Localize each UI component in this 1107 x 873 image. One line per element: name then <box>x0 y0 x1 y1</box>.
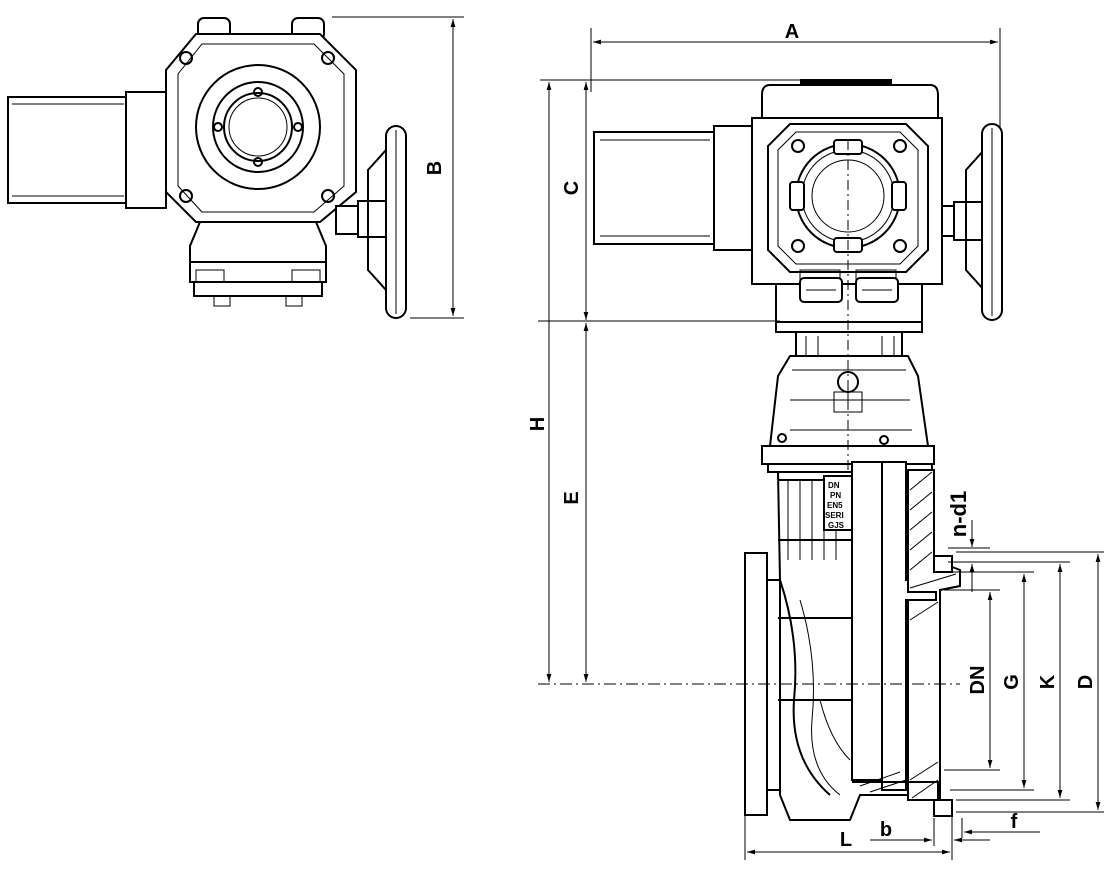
label-dn: DN <box>967 666 989 695</box>
label-k: K <box>1037 674 1059 689</box>
top-view-motor <box>7 91 167 209</box>
dimension-g: G <box>950 571 1034 791</box>
dimension-b: B <box>332 16 464 319</box>
dimension-a: A <box>590 21 1001 140</box>
dimension-b: b <box>870 818 990 846</box>
top-view-housing <box>165 33 357 223</box>
dimension-h: H <box>527 79 800 682</box>
dimension-f: f <box>961 811 1040 838</box>
label-f: f <box>1011 811 1018 833</box>
side-view-motor <box>593 125 755 251</box>
dimension-d: D <box>956 551 1104 813</box>
nameplate-line-5: GJS <box>828 521 845 530</box>
side-view: A <box>527 21 1104 860</box>
side-view-lower-block <box>775 277 923 333</box>
nameplate-line-2: PN <box>830 491 841 500</box>
nameplate-line-4: SERI <box>825 511 844 520</box>
dimension-dn: DN <box>944 589 1000 771</box>
top-view: B <box>7 16 464 319</box>
label-l: L <box>840 829 852 851</box>
top-view-handwheel <box>335 125 407 319</box>
side-view-housing <box>751 117 943 285</box>
dimension-l: L <box>744 816 953 860</box>
top-view-base <box>189 221 327 307</box>
label-b: B <box>424 161 446 175</box>
dimension-k: K <box>956 561 1070 801</box>
label-g: G <box>1001 674 1023 690</box>
label-b-lower: b <box>880 819 892 841</box>
label-c: C <box>561 181 583 195</box>
dimension-e: E <box>561 323 589 682</box>
dimension-n-d1: n-d1 <box>946 491 990 592</box>
label-a: A <box>785 21 799 43</box>
actuator-cap <box>761 79 939 121</box>
nameplate-line-3: EN5 <box>827 501 843 510</box>
label-e: E <box>561 491 583 504</box>
label-n-d1: n-d1 <box>946 491 971 537</box>
label-d: D <box>1075 675 1097 689</box>
dimension-c: C <box>561 82 589 320</box>
nameplate: DN PN EN5 SERI GJS <box>823 475 855 531</box>
nameplate-line-1: DN <box>828 481 840 490</box>
label-h: H <box>527 417 549 431</box>
side-view-handwheel <box>941 123 1003 321</box>
valve-body: DN PN EN5 SERI GJS <box>744 461 961 821</box>
